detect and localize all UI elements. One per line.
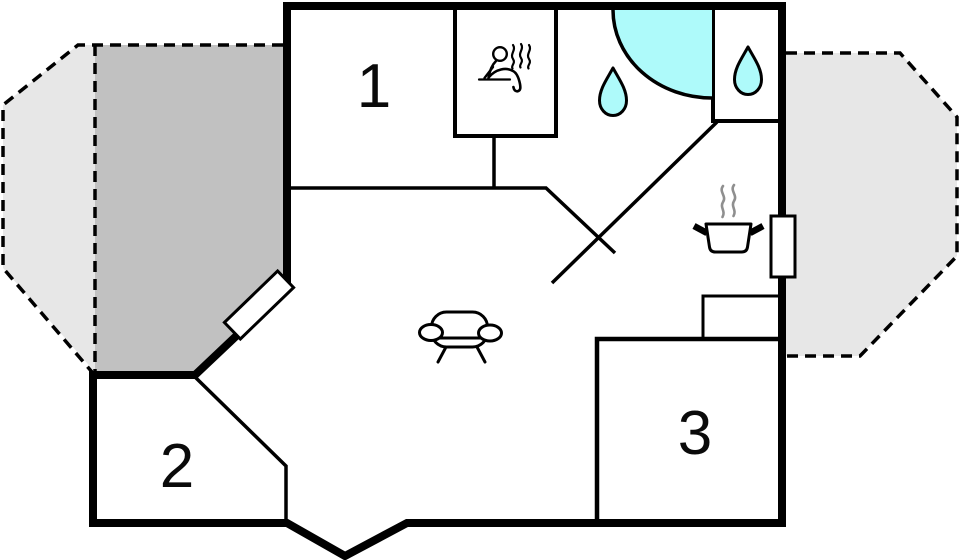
cooking-pot-icon <box>692 183 765 254</box>
water-drop-icon <box>598 66 628 117</box>
water-drop-icon <box>733 45 763 96</box>
sofa-icon <box>418 310 503 364</box>
room-label-3: 3 <box>678 399 712 468</box>
steam-icon <box>720 183 737 219</box>
terrace-open-left <box>3 45 95 372</box>
closet-wall <box>701 294 782 339</box>
door-icon <box>769 214 797 279</box>
bathroom-wall-diagonal <box>550 120 719 285</box>
sauna-room-wall <box>453 6 558 138</box>
toilet-room-wall <box>711 6 782 123</box>
terrace-open-right <box>786 53 957 356</box>
hallway-wall <box>285 186 617 255</box>
room-3-wall <box>594 336 782 523</box>
door-icon <box>222 268 296 342</box>
corner-shower-arc <box>611 9 713 100</box>
terrace-right-dashed-border <box>786 51 959 358</box>
sauna-icon <box>477 42 532 93</box>
terrace-left-dashed-border <box>1 43 283 374</box>
steam-icon <box>510 42 532 70</box>
corner-shower <box>613 10 712 98</box>
room-label-1: 1 <box>357 52 391 121</box>
terrace-covered <box>95 45 283 375</box>
room-label-2: 2 <box>160 432 194 501</box>
room-2-wall <box>193 375 288 523</box>
